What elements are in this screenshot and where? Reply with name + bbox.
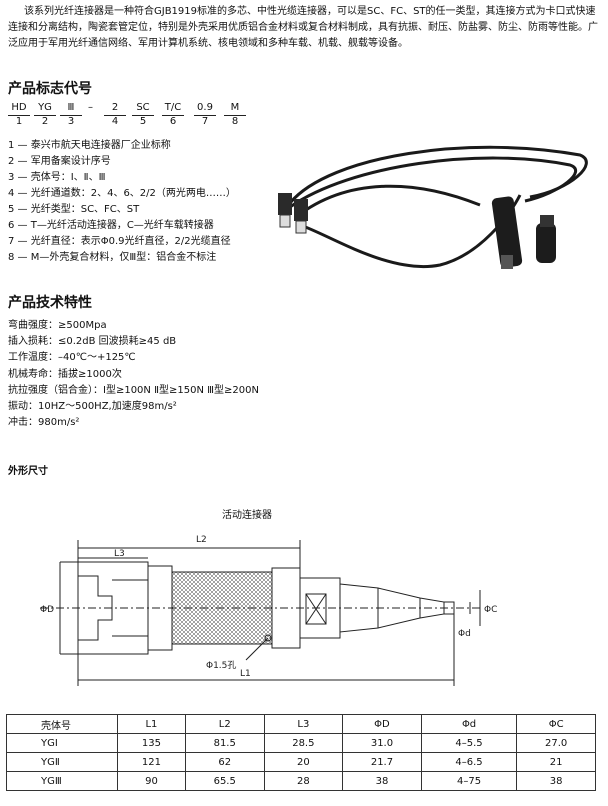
spec-item: 机械寿命：插拔≥1000次 bbox=[8, 368, 122, 380]
table-cell: 121 bbox=[117, 752, 186, 772]
label-l1: L1 bbox=[240, 669, 251, 679]
table-cell: 28 bbox=[263, 771, 344, 791]
table-cell: 21.7 bbox=[342, 752, 422, 772]
label-l2: L2 bbox=[196, 535, 207, 545]
figure-caption: 活动连接器 bbox=[222, 510, 272, 521]
table-cell: 20 bbox=[263, 752, 344, 772]
spec-item: 弯曲强度：≥500Mpa bbox=[8, 320, 107, 331]
intro-paragraph: 该系列光纤连接器是一种符合GJB1919标准的多芯、中性光缆连接器，可以是SC、… bbox=[8, 6, 598, 49]
fiber-cable bbox=[288, 145, 588, 268]
dust-cap bbox=[536, 215, 556, 263]
product-photo bbox=[278, 145, 588, 269]
table-cell: 21 bbox=[516, 752, 596, 772]
heading-tech-specs: 产品技术特性 bbox=[8, 295, 92, 311]
table-header: 壳体号 bbox=[6, 714, 118, 734]
table-cell: YGⅡ bbox=[6, 752, 118, 772]
bayonet-slot bbox=[78, 575, 113, 641]
definition-item: 8 — M—外壳复合材料，仅Ⅲ型：铝合金不标注 bbox=[8, 252, 217, 263]
table-cell: 90 bbox=[117, 771, 186, 791]
definition-item: 6 — T—光纤活动连接器，C—光纤车载转接器 bbox=[8, 220, 214, 231]
table-header: L1 bbox=[117, 714, 186, 734]
table-cell: 4–75 bbox=[420, 771, 518, 791]
label-small-d: Φd bbox=[458, 629, 471, 639]
definition-item: 1 — 泰兴市航天电连接器厂企业标称 bbox=[8, 140, 171, 151]
dimension-table: 壳体号 L1 L2 L3 ΦD Φd ΦC YGⅠ 135 81.5 28.5 … bbox=[6, 714, 596, 791]
label-c: ΦC bbox=[484, 605, 497, 615]
table-row: YGⅠ 135 81.5 28.5 31.0 4–5.5 27.0 bbox=[6, 733, 596, 753]
circular-connector bbox=[491, 196, 523, 269]
table-cell: YGⅢ bbox=[6, 771, 118, 791]
table-cell: 31.0 bbox=[342, 733, 422, 753]
table-header: ΦD bbox=[342, 714, 422, 734]
code-definitions: 1 — 泰兴市航天电连接器厂企业标称 2 — 军用备案设计序号 3 — 壳体号：… bbox=[8, 138, 236, 266]
spec-item: 冲击：980m/s² bbox=[8, 417, 80, 429]
table-cell: 135 bbox=[117, 733, 186, 753]
spec-item: 抗拉强度（铝合金）：Ⅰ型≥100N Ⅱ型≥150N Ⅲ型≥200N bbox=[8, 384, 259, 396]
definition-item: 4 — 光纤通道数：2、4、6、2/2（两光两电……） bbox=[8, 188, 236, 199]
spec-list: 弯曲强度：≥500Mpa 插入损耗：≤0.2dB 回波损耗≥45 dB 工作温度… bbox=[8, 318, 259, 431]
label-od: ΦD bbox=[40, 605, 54, 615]
table-header: L3 bbox=[263, 714, 344, 734]
cable-end bbox=[443, 601, 455, 615]
spec-item: 振动：10HZ～500HZ,加速度98m/s² bbox=[8, 401, 177, 413]
front-flange bbox=[77, 561, 149, 655]
label-hole: Φ1.5孔 bbox=[206, 660, 236, 671]
table-cell: 38 bbox=[342, 771, 422, 791]
table-cell: 4–5.5 bbox=[420, 733, 518, 753]
table-cell: 65.5 bbox=[184, 771, 265, 791]
table-cell: 81.5 bbox=[184, 733, 265, 753]
table-cell: 38 bbox=[516, 771, 596, 791]
spec-item: 工作温度：–40℃～+125℃ bbox=[8, 352, 136, 364]
table-header: Φd bbox=[420, 714, 518, 734]
table-cell: YGⅠ bbox=[6, 733, 118, 753]
table-header: ΦC bbox=[516, 714, 596, 734]
sc-connector-pair bbox=[278, 193, 308, 234]
table-cell: 4–6.5 bbox=[420, 752, 518, 772]
definition-item: 3 — 壳体号：Ⅰ、Ⅱ、Ⅲ bbox=[8, 172, 106, 183]
definition-item: 7 — 光纤直径：表示Φ0.9光纤直径，2/2光缆直径 bbox=[8, 236, 231, 247]
table-cell: 62 bbox=[184, 752, 265, 772]
definition-item: 5 — 光纤类型：SC、FC、ST bbox=[8, 204, 140, 215]
table-cell: 27.0 bbox=[516, 733, 596, 753]
connector-drawing: L2 L3 L1 ΦD Φd ΦC Φ1.5孔 bbox=[40, 535, 497, 686]
hole-marker bbox=[264, 634, 272, 642]
heading-product-code: 产品标志代号 bbox=[8, 81, 92, 97]
heading-dimensions: 外形尺寸 bbox=[8, 466, 48, 477]
spec-item: 插入损耗：≤0.2dB 回波损耗≥45 dB bbox=[8, 336, 177, 348]
table-header-row: 壳体号 L1 L2 L3 ΦD Φd ΦC bbox=[6, 714, 596, 734]
knurled-nut bbox=[171, 571, 273, 645]
table-header: L2 bbox=[184, 714, 265, 734]
code-dash: – bbox=[88, 102, 93, 113]
table-row: YGⅡ 121 62 20 21.7 4–6.5 21 bbox=[6, 752, 596, 772]
table-row: YGⅢ 90 65.5 28 38 4–75 38 bbox=[6, 771, 596, 791]
table-cell: 28.5 bbox=[263, 733, 344, 753]
body-window bbox=[305, 593, 327, 625]
definition-item: 2 — 军用备案设计序号 bbox=[8, 156, 111, 167]
label-l3: L3 bbox=[114, 549, 125, 559]
